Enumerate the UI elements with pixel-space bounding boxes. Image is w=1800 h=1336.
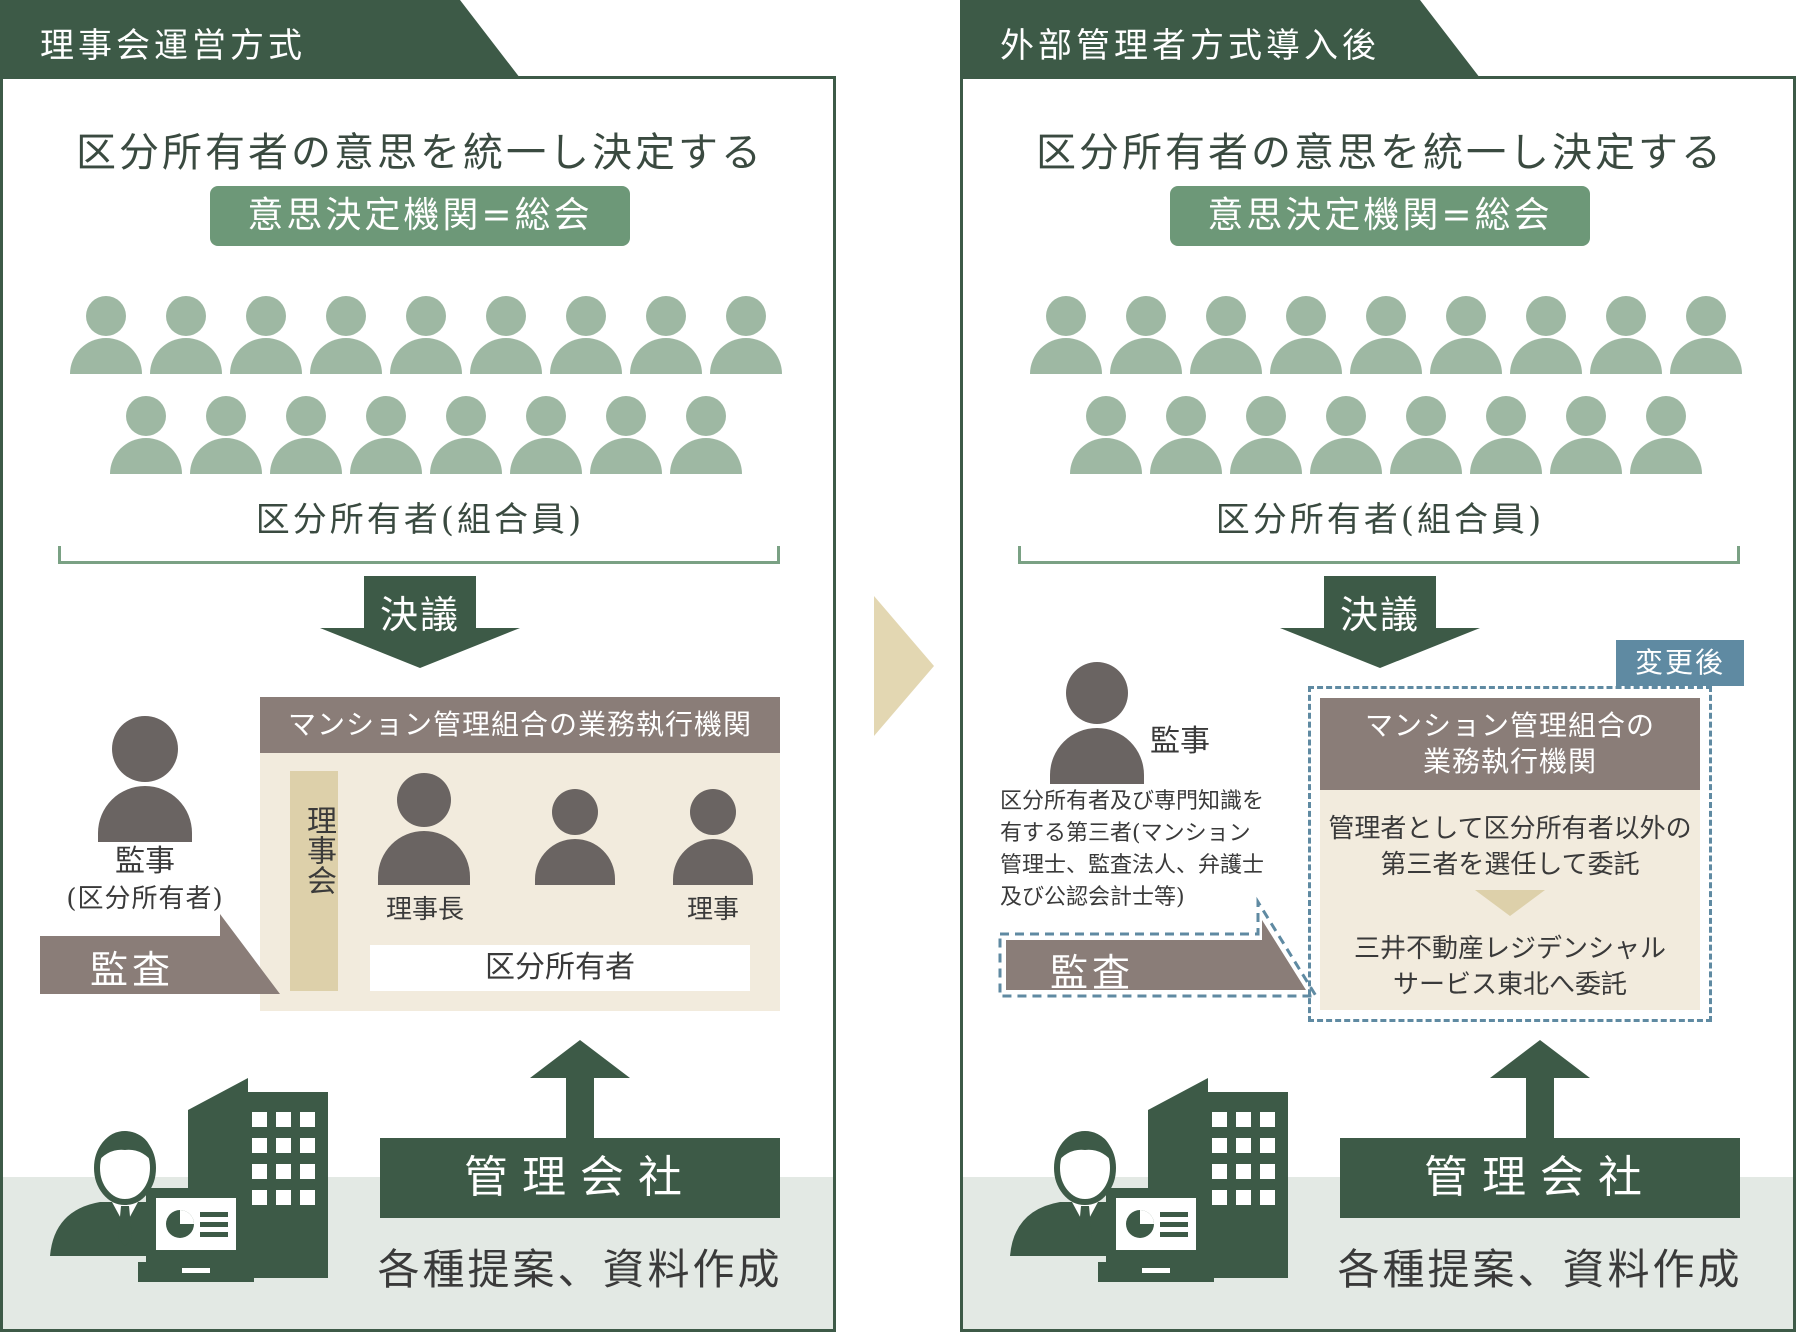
left-panel: 理事会運営方式 区分所有者の意思を統一し決定する 意思決定機関=総会 区分所有者… xyxy=(0,0,840,1336)
left-resolution-arrow: 決議 xyxy=(320,576,520,668)
right-changed-badge: 変更後 xyxy=(1616,640,1744,686)
right-mgmt-sub: 各種提案、資料作成 xyxy=(1337,1245,1743,1294)
left-auditor-note: (区分所有者) xyxy=(66,884,224,914)
right-up-arrow xyxy=(1490,1040,1590,1140)
right-audit-label: 監査 xyxy=(1050,951,1135,995)
right-exec-text4: サービス東北へ委託 xyxy=(1392,970,1627,1000)
right-headline: 区分所有者の意思を統一し決定する xyxy=(1036,130,1724,176)
right-exec-header: マンション管理組合の 業務執行機関 xyxy=(1320,698,1700,790)
left-mgmt-sub: 各種提案、資料作成 xyxy=(377,1245,783,1294)
right-auditor-note-line3: 管理士、監査法人、弁護士 xyxy=(1000,853,1265,878)
right-exec-header-line1: マンション管理組合の xyxy=(1364,709,1655,742)
right-tab-title: 外部管理者方式導入後 xyxy=(1000,26,1380,66)
right-bracket xyxy=(1018,546,1740,564)
right-tab: 外部管理者方式導入後 xyxy=(960,0,1480,78)
right-presentation-screen-icon xyxy=(1098,1188,1214,1282)
left-auditor-name: 監事 xyxy=(115,844,175,879)
left-office-building-icon xyxy=(188,1078,328,1278)
right-auditor-note-line4: 及び公認会計士等) xyxy=(1000,885,1185,910)
right-mgmt-company-box: 管理会社 xyxy=(1340,1138,1740,1218)
left-owners-label: 区分所有者(組合員) xyxy=(255,500,585,540)
left-director-label: 理事 xyxy=(686,895,739,925)
right-exec-dashed-outline xyxy=(1308,686,1712,1022)
right-auditor-note-line2: 有する第三者(マンション xyxy=(1000,821,1251,846)
right-exec-text2: 第三者を選任して委託 xyxy=(1380,850,1640,880)
left-resolution-label: 決議 xyxy=(379,593,460,637)
right-auditor-notes: 区分所有者及び専門知識を 有する第三者(マンション 管理士、監査法人、弁護士 及… xyxy=(1000,786,1300,914)
left-tab-title: 理事会運営方式 xyxy=(40,26,306,66)
right-audit-arrow: 監査 xyxy=(994,896,1324,1002)
right-exec-body: 管理者として区分所有者以外の 第三者を選任して委託 三井不動産レジデンシャル サ… xyxy=(1320,790,1700,1010)
right-auditor-note-line1: 区分所有者及び専門知識を xyxy=(1000,789,1265,814)
right-panel: 外部管理者方式導入後 区分所有者の意思を統一し決定する 意思決定機関=総会 区分… xyxy=(960,0,1800,1336)
left-board-label: 理事会 xyxy=(301,805,336,895)
left-mgmt-company-box: 管理会社 xyxy=(380,1138,780,1218)
left-bracket xyxy=(58,546,780,564)
right-exec-down-triangle xyxy=(1475,890,1545,916)
left-exec-body: 理事会 理事長 理事 区分所有者 xyxy=(260,753,780,1011)
left-owners-bar: 区分所有者 xyxy=(370,945,750,991)
left-exec-header: マンション管理組合の業務執行機関 xyxy=(260,697,780,753)
left-tab: 理事会運営方式 xyxy=(0,0,520,78)
left-up-arrow xyxy=(530,1040,630,1140)
right-exec-text3: 三井不動産レジデンシャル xyxy=(1353,934,1666,964)
right-decision-body: 意思決定機関=総会 xyxy=(1170,186,1590,246)
left-headline: 区分所有者の意思を統一し決定する xyxy=(76,130,764,176)
transition-arrow-icon xyxy=(874,596,934,736)
left-board-column: 理事会 xyxy=(290,771,338,991)
right-resolution-label: 決議 xyxy=(1339,593,1420,637)
left-decision-body: 意思決定機関=総会 xyxy=(210,186,630,246)
left-audit-arrow: 監査 xyxy=(40,914,280,994)
right-resolution-arrow: 決議 xyxy=(1280,576,1480,668)
right-exec-header-line2: 業務執行機関 xyxy=(1422,745,1597,778)
left-chairman-label: 理事長 xyxy=(385,895,464,925)
right-owners-label: 区分所有者(組合員) xyxy=(1215,500,1545,540)
right-exec-text1: 管理者として区分所有者以外の xyxy=(1328,814,1692,844)
left-audit-label: 監査 xyxy=(90,948,175,992)
left-presentation-screen-icon xyxy=(138,1188,254,1282)
right-auditor-name: 監事 xyxy=(1150,724,1210,759)
